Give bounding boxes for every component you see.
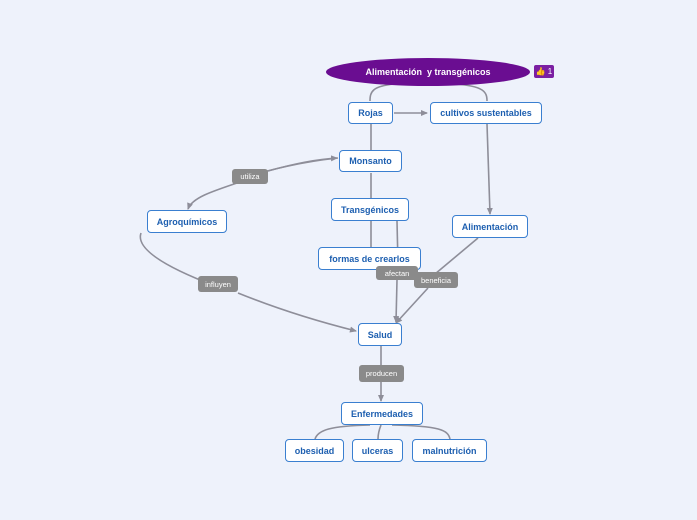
edge-alimentacion-beneficia [434, 237, 479, 275]
edge-beneficia-salud [395, 287, 429, 324]
edge-root-rojas [369, 83, 396, 102]
node-salud[interactable]: Salud [358, 323, 402, 346]
relation-utiliza[interactable]: utiliza [232, 169, 268, 184]
relation-influyen[interactable]: influyen [198, 276, 238, 292]
node-alimentacion[interactable]: Alimentación [452, 215, 528, 238]
node-malnutricion[interactable]: malnutrición [412, 439, 487, 462]
edge-afectan-salud [393, 279, 400, 323]
edge-agroquimicos-influyen [139, 232, 206, 283]
edge-influyen-salud [237, 292, 357, 333]
relation-afectan[interactable]: afectan [376, 266, 418, 280]
edge-root-cultivos [454, 83, 488, 102]
node-transgenicos[interactable]: Transgénicos [331, 198, 409, 221]
edge-enf-obesidad [314, 424, 371, 440]
relation-producen[interactable]: producen [359, 365, 404, 382]
edge-enf-malnutricion [391, 424, 451, 440]
node-monsanto[interactable]: Monsanto [339, 150, 402, 172]
edge-utiliza-monsanto-arrow [267, 155, 338, 172]
thumbs-up-icon: 👍 [535, 67, 546, 76]
edge-enf-ulceras [377, 424, 382, 440]
edge-cultivos-alimentacion [486, 123, 493, 215]
node-formas-de-crearlos[interactable]: formas de crearlos [318, 247, 421, 270]
relation-beneficia[interactable]: beneficia [414, 272, 458, 288]
node-ulceras[interactable]: ulceras [352, 439, 403, 462]
edge-utiliza-agroquimicos [187, 181, 241, 210]
node-cultivos-sustentables[interactable]: cultivos sustentables [430, 102, 542, 124]
node-agroquimicos[interactable]: Agroquímicos [147, 210, 227, 233]
like-count: 1 [547, 67, 553, 76]
node-obesidad[interactable]: obesidad [285, 439, 344, 462]
like-badge[interactable]: 👍 1 [534, 65, 554, 78]
node-rojas[interactable]: Rojas [348, 102, 393, 124]
node-enfermedades[interactable]: Enfermedades [341, 402, 423, 425]
root-topic[interactable]: Alimentación y transgénicos [326, 58, 530, 86]
